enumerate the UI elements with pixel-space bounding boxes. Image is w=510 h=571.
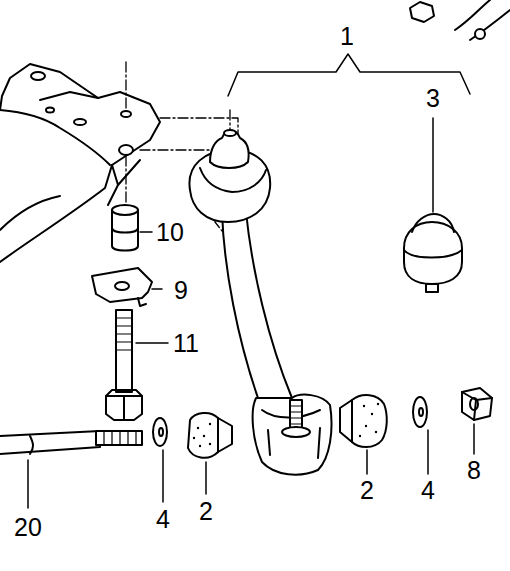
- spacer-sleeve: [112, 228, 138, 233]
- axis-line: [125, 62, 126, 108]
- bushing-texture: [365, 425, 367, 427]
- spacer-sleeve: [112, 205, 138, 215]
- callout-number: 11: [172, 330, 200, 357]
- hex-nut: [462, 388, 492, 420]
- control-arm: [224, 130, 236, 136]
- callout-number: 1: [339, 23, 355, 50]
- bushing-texture: [203, 435, 205, 437]
- bushing-texture: [363, 405, 365, 407]
- hex-nut: [470, 398, 478, 410]
- callout-number: 8: [466, 457, 482, 484]
- callout-number: 10: [155, 219, 185, 246]
- subframe-bracket: [46, 108, 54, 113]
- leader-line: [205, 462, 207, 494]
- bushing-texture: [359, 435, 361, 437]
- lock-plate: [92, 268, 152, 302]
- spacer-sleeve: [112, 205, 138, 251]
- subframe-bracket: [108, 160, 140, 205]
- lock-plate: [115, 282, 129, 290]
- stabilizer-bar: [30, 436, 33, 454]
- washer: [159, 428, 163, 436]
- subframe-bracket: [40, 92, 98, 100]
- bushing-texture: [199, 445, 201, 447]
- control-arm: [253, 395, 332, 475]
- stabilizer-bushing: [340, 395, 387, 447]
- leader-line: [136, 342, 168, 344]
- control-arm: [222, 212, 292, 398]
- leader-line: [27, 460, 29, 508]
- axis-line: [125, 156, 126, 205]
- top-right-hardware: [410, 2, 434, 22]
- control-arm: [200, 168, 266, 192]
- hex-bolt: [106, 310, 142, 420]
- rubber-bushing: [404, 214, 462, 292]
- stabilizer-bushing: [351, 400, 353, 442]
- subframe-bracket: [0, 110, 110, 165]
- stabilizer-bar: [0, 431, 100, 454]
- leader-line: [152, 288, 162, 290]
- bushing-texture: [209, 443, 211, 445]
- subframe-bracket: [121, 111, 131, 117]
- leader-line: [427, 430, 429, 474]
- leader-line: [473, 424, 475, 454]
- stabilizer-bar: [104, 431, 136, 445]
- rubber-bushing: [412, 214, 454, 232]
- leader-line: [432, 118, 434, 212]
- callout-number: 4: [155, 506, 171, 533]
- washer: [153, 418, 167, 446]
- spacer-sleeve: [112, 210, 138, 251]
- callout-number: 3: [425, 85, 441, 112]
- subframe-bracket: [119, 145, 133, 155]
- control-arm: [268, 428, 320, 458]
- callout-number: 2: [359, 477, 375, 504]
- top-right-hardware: [455, 0, 510, 40]
- hex-nut: [462, 388, 492, 420]
- bushing-texture: [209, 423, 211, 425]
- control-arm: [290, 406, 302, 424]
- callout-number: 9: [173, 277, 189, 304]
- callout-number: 20: [13, 514, 43, 541]
- lock-plate: [138, 298, 146, 306]
- leader-line: [162, 450, 164, 502]
- subframe-bracket: [74, 119, 86, 125]
- stabilizer-bushing: [188, 413, 232, 458]
- hex-bolt: [116, 318, 132, 350]
- bushing-texture: [197, 427, 199, 429]
- hex-bolt: [106, 390, 142, 420]
- bushing-texture: [377, 403, 379, 405]
- hex-nut: [462, 392, 492, 420]
- washer: [413, 397, 427, 427]
- bushing-texture: [371, 413, 373, 415]
- callout-number: 2: [198, 498, 214, 525]
- rubber-bushing: [404, 250, 462, 258]
- leader-line: [366, 450, 368, 474]
- stabilizer-bushing: [217, 418, 219, 452]
- subframe-bracket: [0, 196, 60, 230]
- top-right-hardware: [475, 29, 485, 39]
- bushing-texture: [375, 431, 377, 433]
- subframe-bracket: [31, 72, 45, 80]
- stabilizer-bar: [0, 431, 142, 454]
- callout-number: 4: [420, 477, 436, 504]
- bushing-texture: [193, 403, 379, 447]
- control-arm: [210, 131, 249, 169]
- rubber-bushing: [426, 284, 438, 292]
- bushing-texture: [193, 437, 195, 439]
- control-arm: [290, 400, 302, 430]
- subframe-bracket: [0, 64, 160, 262]
- stabilizer-bushing: [188, 395, 387, 458]
- leader-line: [28, 118, 474, 508]
- stabilizer-bar: [96, 431, 142, 445]
- subframe-bracket: [0, 64, 160, 262]
- washer: [419, 408, 423, 416]
- lock-plate: [92, 268, 152, 306]
- top-right-hardware: [410, 0, 510, 40]
- control-arm: [282, 427, 310, 437]
- leader-line: [140, 231, 152, 233]
- hex-bolt: [116, 310, 132, 392]
